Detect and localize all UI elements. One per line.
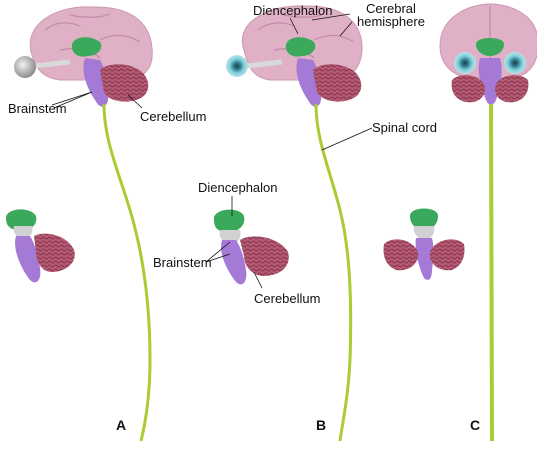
panel-letter-b: B <box>316 418 326 432</box>
eye-c-left <box>454 52 476 74</box>
inset-c <box>384 209 465 280</box>
spinal-cord-b <box>316 104 351 441</box>
eye-a <box>14 56 36 78</box>
leader-spinal-cord-b <box>322 128 372 150</box>
label-inset-diencephalon: Diencephalon <box>198 181 278 194</box>
label-diencephalon-b: Diencephalon <box>253 4 333 17</box>
panel-c <box>384 4 537 441</box>
label-brainstem-a: Brainstem <box>8 102 67 115</box>
inset-b <box>214 210 289 285</box>
label-spinal-cord-b: Spinal cord <box>372 121 437 134</box>
label-cerebral-hemisphere-b: Cerebral hemisphere <box>357 2 425 28</box>
eye-b <box>226 55 248 77</box>
label-inset-brainstem: Brainstem <box>153 256 212 269</box>
label-cerebellum-a: Cerebellum <box>140 110 206 123</box>
spinal-cord-c <box>491 104 492 441</box>
panel-letter-c: C <box>470 418 480 432</box>
spinal-cord-a <box>104 104 150 441</box>
panel-b <box>206 6 372 441</box>
panel-a <box>6 7 152 441</box>
label-inset-cerebellum: Cerebellum <box>254 292 320 305</box>
panel-letter-a: A <box>116 418 126 432</box>
inset-a <box>6 209 75 282</box>
eye-c-right <box>504 52 526 74</box>
